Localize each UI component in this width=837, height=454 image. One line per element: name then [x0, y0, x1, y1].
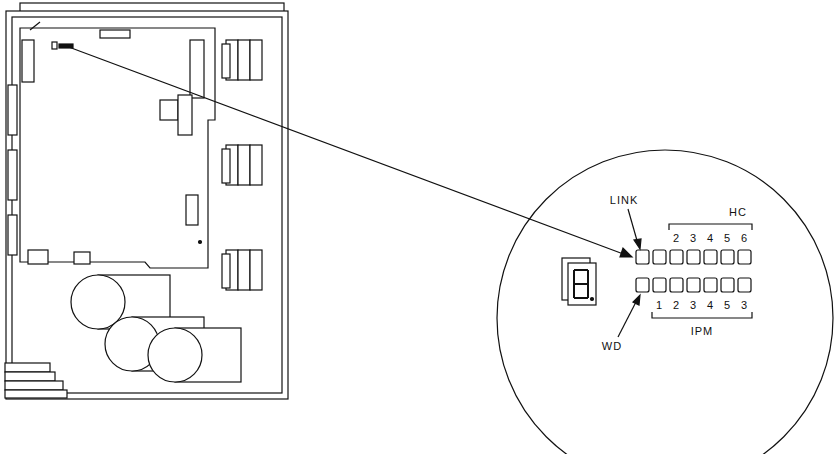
label-position: 2	[672, 299, 681, 312]
label-position: 3	[740, 299, 749, 312]
leader-line	[618, 300, 637, 337]
indicator-label: LINK	[609, 194, 639, 207]
led-row	[636, 278, 751, 292]
pointer-line	[66, 46, 626, 255]
zoom-circle	[497, 150, 833, 454]
label-position: 6	[740, 232, 749, 245]
led-number: 4	[706, 299, 715, 312]
label-position: 3	[689, 299, 698, 312]
seven-segment-display	[562, 258, 596, 305]
arrowhead	[633, 295, 640, 305]
led-number: 3	[689, 232, 698, 245]
label-position: HC	[728, 206, 748, 219]
led-number: 2	[672, 232, 681, 245]
edge-connector	[8, 150, 17, 200]
label-position: 1	[655, 299, 664, 312]
component	[28, 250, 48, 264]
arrowhead	[634, 239, 641, 249]
housing-frame	[12, 17, 282, 393]
pcb	[20, 28, 215, 268]
leader-line	[628, 209, 638, 244]
led-number: 5	[723, 232, 732, 245]
terminal-block	[222, 145, 262, 185]
terminal-block	[222, 40, 262, 80]
led-number: 4	[706, 232, 715, 245]
led-number: 3	[689, 299, 698, 312]
component	[100, 30, 130, 38]
display-spot	[52, 42, 57, 49]
led-row	[636, 250, 751, 264]
led-number: 2	[672, 299, 681, 312]
pcb-detail	[30, 22, 40, 30]
label-position: WD	[601, 340, 623, 353]
terminal-block	[222, 250, 262, 290]
indicator-label: HC	[728, 206, 748, 219]
label-position: LINK	[609, 194, 639, 207]
label-position: 4	[706, 232, 715, 245]
bracket	[669, 224, 752, 230]
label-position: 2	[672, 232, 681, 245]
arrowhead	[620, 248, 632, 257]
label-position: 4	[706, 299, 715, 312]
indicator-label: WD	[601, 340, 623, 353]
terminal-stack	[5, 363, 67, 398]
led-number: 6	[740, 232, 749, 245]
label-position: 5	[723, 232, 732, 245]
led-number: 3	[740, 299, 749, 312]
component	[186, 195, 198, 225]
component	[22, 40, 34, 82]
label-position: 3	[689, 232, 698, 245]
component	[190, 40, 204, 98]
indicator-label: IPM	[690, 325, 715, 338]
housing	[6, 11, 288, 399]
component	[178, 95, 192, 135]
led-number: 1	[655, 299, 664, 312]
pcb-detail	[199, 241, 202, 244]
edge-connector	[8, 85, 17, 135]
component	[160, 100, 178, 120]
label-position: 5	[723, 299, 732, 312]
label-position: IPM	[690, 325, 715, 338]
component	[74, 252, 90, 264]
edge-connector	[8, 215, 17, 255]
led-number: 5	[723, 299, 732, 312]
bracket	[652, 312, 752, 318]
capacitor	[148, 328, 241, 382]
